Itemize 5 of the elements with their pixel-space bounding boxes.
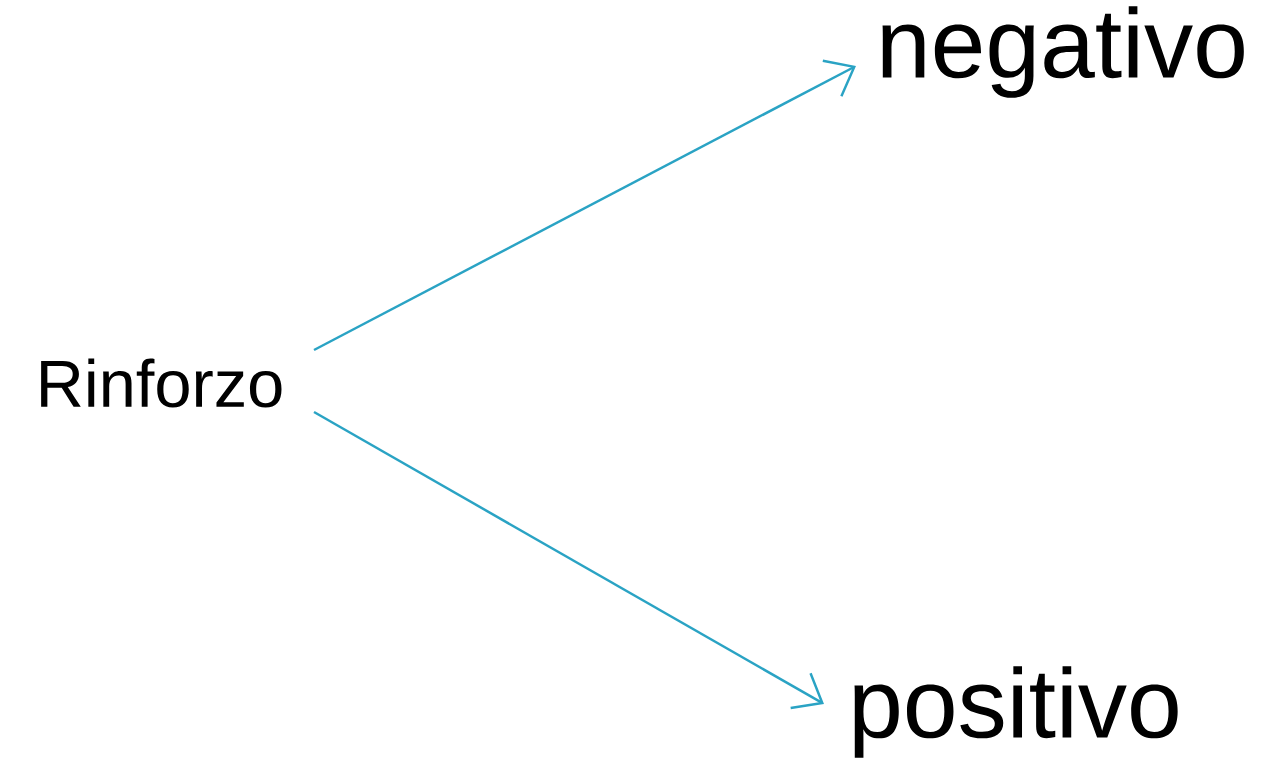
arrow [313,59,856,352]
text-label: negativo [882,6,1244,98]
text-label: positivo [854,666,1178,758]
arrow [313,410,824,710]
text-label: Rinforzo [41,358,282,408]
